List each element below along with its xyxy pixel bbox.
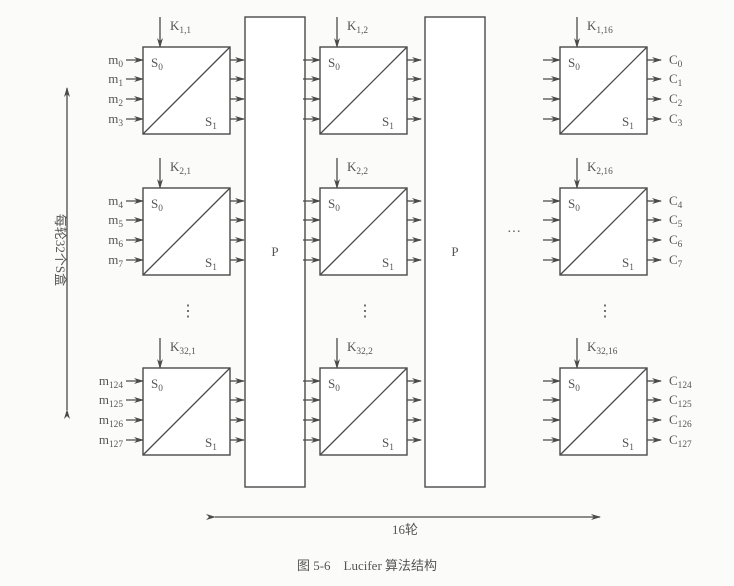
s1-label: S1	[382, 114, 394, 132]
output-label: C0	[669, 52, 683, 70]
permutation-box-2	[424, 16, 486, 488]
s-box-divider	[142, 46, 231, 135]
s0-label: S0	[568, 55, 580, 73]
output-label: C4	[669, 193, 683, 211]
input-label: m0	[108, 52, 123, 70]
horizontal-ellipsis: ···	[507, 225, 521, 240]
vertical-ellipsis: ⋮	[597, 303, 613, 320]
permutation-label: P	[271, 244, 278, 259]
input-label: m7	[108, 252, 123, 270]
s0-label: S0	[328, 196, 340, 214]
rounds-label: 16轮	[392, 522, 418, 537]
s0-label: S0	[151, 55, 163, 73]
s1-label: S1	[382, 435, 394, 453]
s1-label: S1	[622, 435, 634, 453]
s1-label: S1	[382, 255, 394, 273]
sboxes-per-round-label: 每轮32个S盒	[53, 214, 68, 286]
vertical-ellipsis: ⋮	[180, 303, 196, 320]
s-box-divider	[559, 187, 648, 276]
key-label-2,16: K2,16	[587, 159, 613, 177]
s1-label: S1	[205, 114, 217, 132]
input-label: m2	[108, 91, 123, 109]
s0-label: S0	[568, 376, 580, 394]
input-label: m127	[99, 432, 123, 450]
s0-label: S0	[328, 376, 340, 394]
output-label: C127	[669, 432, 692, 450]
s1-label: S1	[205, 435, 217, 453]
s-box-divider	[319, 367, 408, 456]
output-label: C3	[669, 111, 683, 129]
permutation-box-1	[244, 16, 306, 488]
input-label: m125	[99, 392, 123, 410]
input-label: m4	[108, 193, 123, 211]
s0-label: S0	[151, 196, 163, 214]
input-label: m126	[99, 412, 123, 430]
key-label-1,1: K1,1	[170, 18, 191, 36]
input-label: m5	[108, 212, 123, 230]
s-box-divider	[319, 187, 408, 276]
output-label: C126	[669, 412, 692, 430]
output-label: C124	[669, 373, 692, 391]
output-label: C5	[669, 212, 683, 230]
key-label-1,16: K1,16	[587, 18, 613, 36]
s1-label: S1	[205, 255, 217, 273]
s-box-divider	[559, 46, 648, 135]
vertical-ellipsis: ⋮	[357, 303, 373, 320]
input-label: m6	[108, 232, 123, 250]
key-label-32,1: K32,1	[170, 339, 196, 357]
input-label: m3	[108, 111, 123, 129]
output-label: C1	[669, 71, 683, 89]
s-box-divider	[319, 46, 408, 135]
output-label: C125	[669, 392, 692, 410]
key-label-32,16: K32,16	[587, 339, 618, 357]
output-label: C2	[669, 91, 683, 109]
input-label: m1	[108, 71, 123, 89]
output-label: C7	[669, 252, 683, 270]
s0-label: S0	[568, 196, 580, 214]
s1-label: S1	[622, 255, 634, 273]
key-label-1,2: K1,2	[347, 18, 368, 36]
s0-label: S0	[151, 376, 163, 394]
s1-label: S1	[622, 114, 634, 132]
caption: 图 5-6 Lucifer 算法结构	[297, 558, 437, 573]
input-label: m124	[99, 373, 123, 391]
s-box-divider	[142, 187, 231, 276]
key-label-2,1: K2,1	[170, 159, 191, 177]
permutation-label: P	[451, 244, 458, 259]
s-box-divider	[559, 367, 648, 456]
s0-label: S0	[328, 55, 340, 73]
key-label-32,2: K32,2	[347, 339, 373, 357]
output-label: C6	[669, 232, 683, 250]
s-box-divider	[142, 367, 231, 456]
key-label-2,2: K2,2	[347, 159, 368, 177]
